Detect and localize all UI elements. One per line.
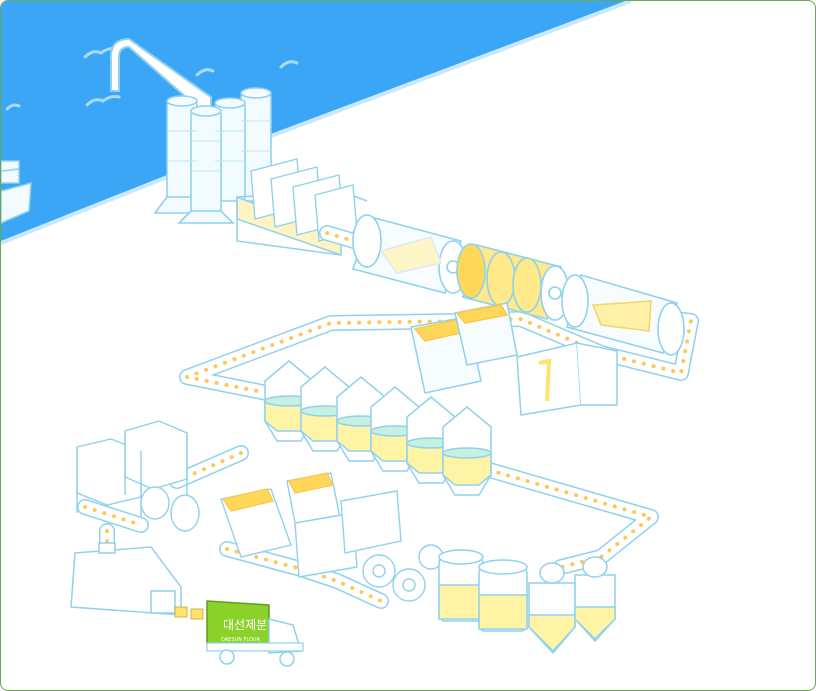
milling-drum: [456, 243, 570, 321]
flour-bag-icon: [174, 606, 188, 618]
silo-icon: [153, 95, 198, 214]
cleaning-tank: [236, 158, 368, 257]
silo-icon: [177, 105, 235, 224]
silo-icon: [438, 549, 484, 622]
sifter-drum: [561, 274, 685, 356]
unloader-crane-icon: [109, 37, 212, 108]
bin-frames: [76, 420, 200, 532]
silo-icon: [478, 559, 528, 632]
flour-silo-row: [264, 360, 492, 496]
tempering-drum: [351, 214, 468, 294]
ship-icon: [1, 160, 32, 224]
flour-tank-group: [438, 549, 616, 655]
harbour-silo-group: [153, 87, 272, 224]
roller-mill-stand: [410, 302, 618, 416]
truck-sub-text: DAESUN FLOUR: [221, 637, 261, 643]
packing-stands: [220, 472, 402, 578]
silo-icon: [528, 562, 576, 655]
truck-brand-text: 대선제분: [223, 618, 267, 632]
warehouse-building: [70, 542, 182, 616]
truck-icon: 대선제분 DAESUN FLOUR: [174, 600, 304, 667]
silo-icon: [574, 556, 616, 643]
gear-icon: [362, 544, 444, 602]
silo-icon: [442, 406, 492, 496]
flour-bag-icon: [190, 608, 204, 620]
